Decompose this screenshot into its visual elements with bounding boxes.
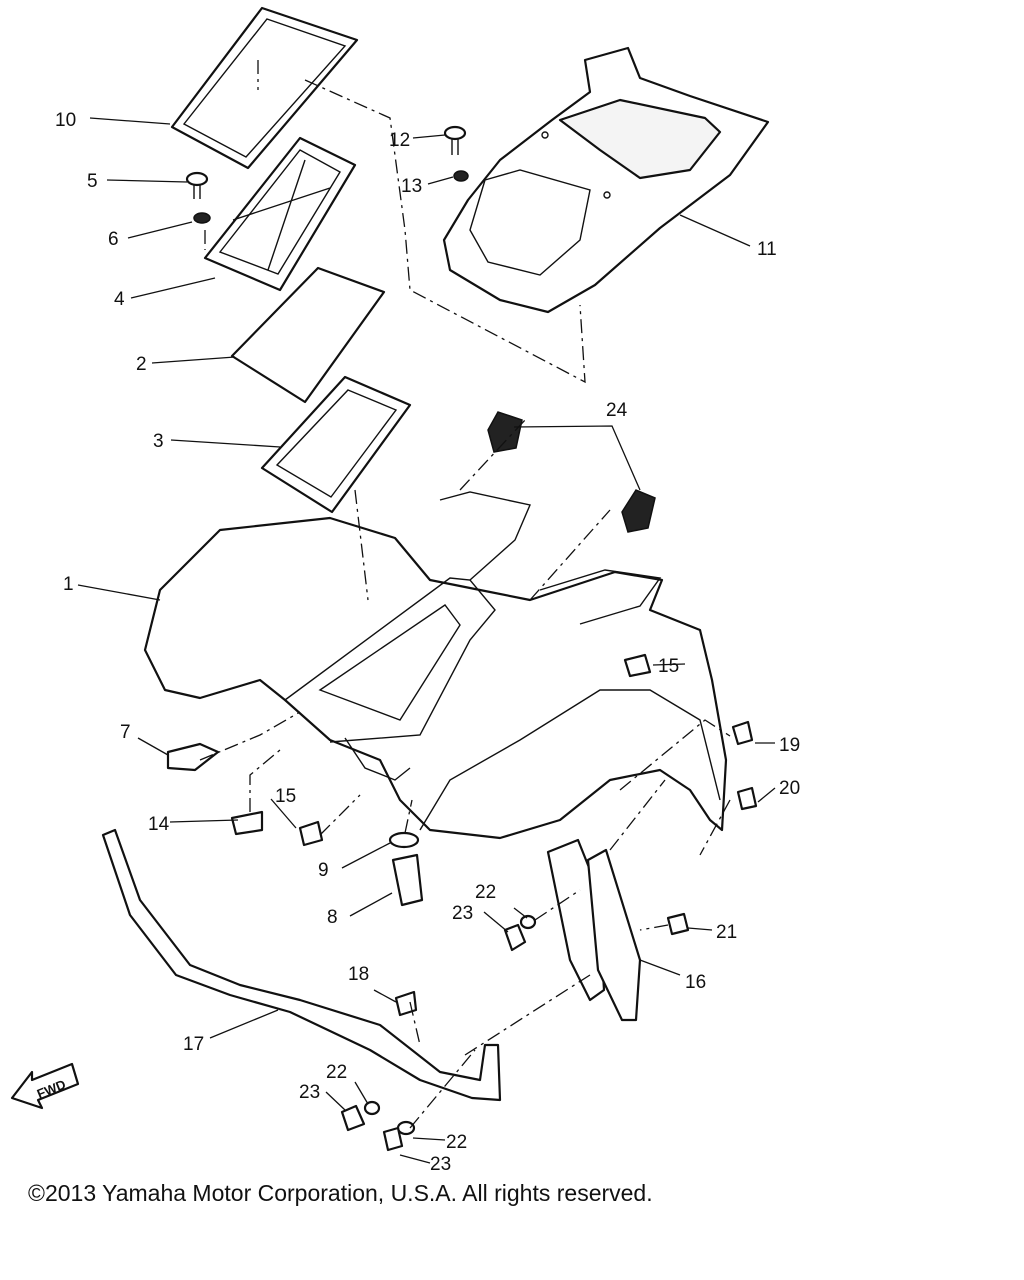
part-21-bolt: [666, 912, 690, 936]
callout-19: 19: [779, 735, 800, 756]
part-10-seal: [170, 6, 359, 170]
callout-23-right: 23: [430, 1154, 451, 1175]
part-22-23-nuts-washers: [340, 914, 537, 1152]
callout-4: 4: [114, 289, 125, 310]
callout-23-left: 23: [299, 1082, 320, 1103]
callout-9: 9: [318, 860, 329, 881]
part-19-bolt: [731, 720, 754, 746]
forward-arrow-icon: FWD: [10, 1062, 80, 1110]
parts-diagram: FWD 10 5 6 4 2 3 1 7 14 15 9 8 12 13 11 …: [10, 6, 800, 1175]
callout-5: 5: [87, 171, 98, 192]
callout-6: 6: [108, 229, 119, 250]
callout-18: 18: [348, 964, 369, 985]
part-20-bolt: [736, 786, 758, 811]
part-6-washer: [193, 212, 211, 224]
part-11-cover: [442, 46, 770, 314]
callout-22-left: 22: [326, 1062, 347, 1083]
exploded-view: FWD 10 5 6 4 2 3 1 7 14 15 9 8 12 13 11 …: [10, 6, 800, 1175]
part-18-bolt: [394, 990, 418, 1017]
callout-22-upper: 22: [475, 882, 496, 903]
callout-24: 24: [606, 400, 628, 421]
callout-23-upper: 23: [452, 903, 473, 924]
callout-1: 1: [63, 574, 74, 595]
part-2-element: [230, 266, 386, 404]
part-9-clamp: [388, 831, 420, 849]
part-15-bolt-lower: [298, 820, 324, 847]
callout-13: 13: [401, 176, 422, 197]
part-14-clip: [230, 810, 264, 836]
callout-2: 2: [136, 354, 147, 375]
copyright-notice: ©2013 Yamaha Motor Corporation, U.S.A. A…: [28, 1180, 653, 1206]
part-8-cap: [391, 853, 424, 907]
leader-lines: [77, 117, 776, 1164]
callout-22-right: 22: [446, 1132, 467, 1153]
callout-21: 21: [716, 922, 737, 943]
part-13-washer: [453, 170, 469, 182]
callout-15-lower: 15: [275, 786, 296, 807]
part-1-fender: [143, 491, 728, 840]
callout-8: 8: [327, 907, 338, 928]
part-3-frame: [260, 375, 412, 514]
part-24-grommets: [487, 411, 656, 533]
callout-7: 7: [120, 722, 131, 743]
part-17-stay: [101, 828, 502, 1102]
callout-3: 3: [153, 431, 164, 452]
part-7-clip: [166, 742, 220, 772]
part-5-screw: [185, 171, 209, 199]
callout-labels: 10 5 6 4 2 3 1 7 14 15 9 8 12 13 11 24 1…: [55, 110, 800, 1175]
callout-12: 12: [389, 130, 410, 151]
callout-16: 16: [685, 972, 706, 993]
part-4-cage: [203, 136, 357, 292]
callout-14: 14: [148, 814, 170, 835]
assembly-lines: [199, 60, 731, 1129]
part-15-bolt-upper: [623, 653, 652, 678]
part-12-screw: [443, 125, 467, 155]
callout-20: 20: [779, 778, 800, 799]
callout-15-upper: 15: [658, 656, 679, 677]
callout-11: 11: [757, 239, 777, 260]
part-16-flap: [546, 838, 642, 1022]
callout-10: 10: [55, 110, 76, 131]
callout-17: 17: [183, 1034, 204, 1055]
